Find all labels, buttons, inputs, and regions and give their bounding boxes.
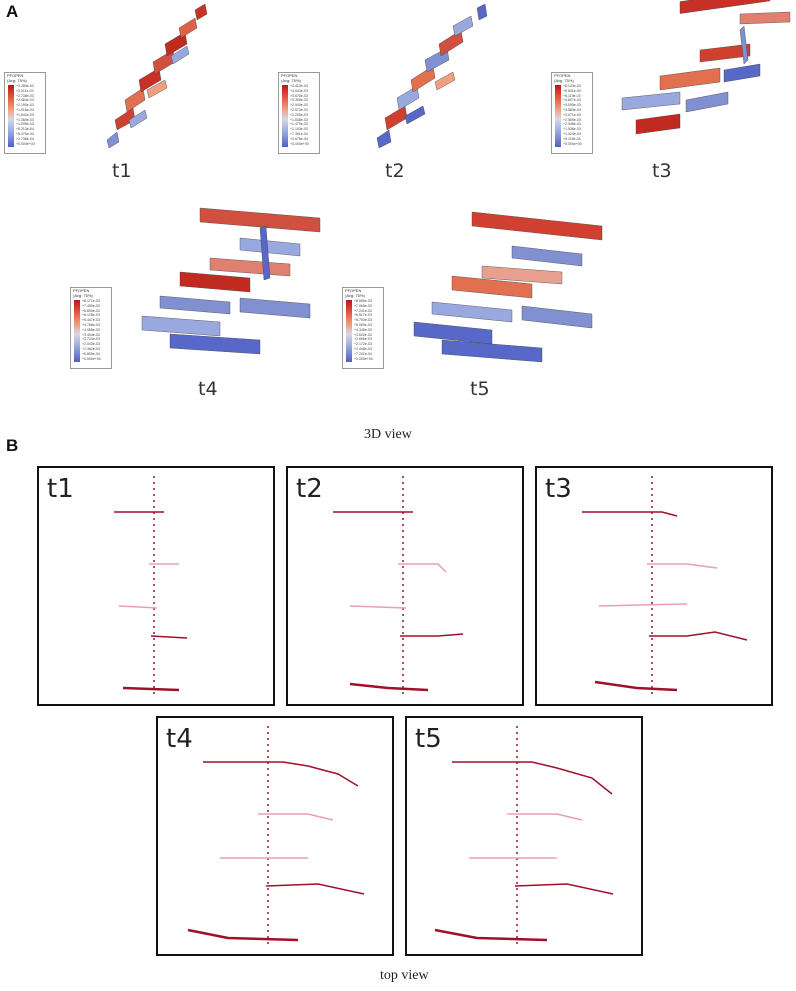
view-label-t4: t4 (198, 378, 218, 400)
panel-a-letter: A (6, 2, 19, 21)
view-label-t2: t2 (385, 160, 405, 182)
view-label-t1: t1 (47, 474, 74, 504)
view-label-t1: t1 (112, 160, 132, 182)
color-scale-bar (8, 85, 14, 147)
legend-values: +3.285e-03 +3.011e-03 +2.738e-03 +2.464e… (16, 84, 35, 146)
legend-values: +8.689e-03 +7.965e-03 +7.241e-03 +6.517e… (354, 299, 373, 361)
fracture-model-3d-t4 (141, 207, 321, 355)
color-scale-bar (282, 85, 288, 147)
fracture-top-view-t5 (434, 726, 614, 946)
top-view-box-t1: t1 (37, 466, 275, 706)
top-view-box-t4: t4 (156, 716, 394, 956)
legend-t3: PFOPEN (Avg: 75%) +6.143e-03 +5.631e-03 … (551, 72, 593, 154)
top-view-box-t3: t3 (535, 466, 773, 706)
color-scale-bar (346, 300, 352, 362)
legend-title: PFOPEN (Avg: 75%) (345, 288, 365, 298)
view-label-t3: t3 (545, 474, 572, 504)
fracture-model-3d-t5 (413, 211, 603, 363)
legend-title: PFOPEN (Avg: 75%) (281, 73, 301, 83)
panel-b-letter: B (6, 436, 19, 455)
legend-t5: PFOPEN (Avg: 75%) +8.689e-03 +7.965e-03 … (342, 287, 384, 369)
caption-3d-view: 3D view (364, 427, 412, 442)
legend-t4: PFOPEN (Avg: 75%) +8.171e-03 +7.490e-03 … (70, 287, 112, 369)
fracture-top-view-t3 (582, 476, 748, 696)
fracture-top-view-t2 (333, 476, 464, 696)
legend-title: PFOPEN (Avg: 75%) (7, 73, 27, 83)
fracture-model-3d-t1 (106, 3, 208, 149)
legend-values: +6.143e-03 +5.631e-03 +5.119e-03 +4.607e… (563, 84, 582, 146)
color-scale-bar (74, 300, 80, 362)
view-label-t2: t2 (296, 474, 323, 504)
view-label-t5: t5 (470, 378, 490, 400)
color-scale-bar (555, 85, 561, 147)
legend-values: +8.171e-03 +7.490e-03 +6.809e-03 +6.128e… (82, 299, 101, 361)
view-label-t5: t5 (415, 724, 442, 754)
legend-values: +4.413e-03 +4.043e-03 +3.676e-03 +3.308e… (290, 84, 309, 146)
fracture-model-3d-t2 (376, 3, 488, 149)
fracture-model-3d-t3 (621, 0, 791, 135)
top-view-box-t2: t2 (286, 466, 524, 706)
legend-title: PFOPEN (Avg: 75%) (554, 73, 574, 83)
view-label-t4: t4 (166, 724, 193, 754)
legend-t1: PFOPEN (Avg: 75%) +3.285e-03 +3.011e-03 … (4, 72, 46, 154)
legend-t2: PFOPEN (Avg: 75%) +4.413e-03 +4.043e-03 … (278, 72, 320, 154)
caption-top-view: top view (380, 968, 429, 983)
fracture-top-view-t4 (187, 726, 365, 946)
view-label-t3: t3 (652, 160, 672, 182)
top-view-box-t5: t5 (405, 716, 643, 956)
fracture-top-view-t1 (114, 476, 188, 696)
legend-title: PFOPEN (Avg: 75%) (73, 288, 93, 298)
